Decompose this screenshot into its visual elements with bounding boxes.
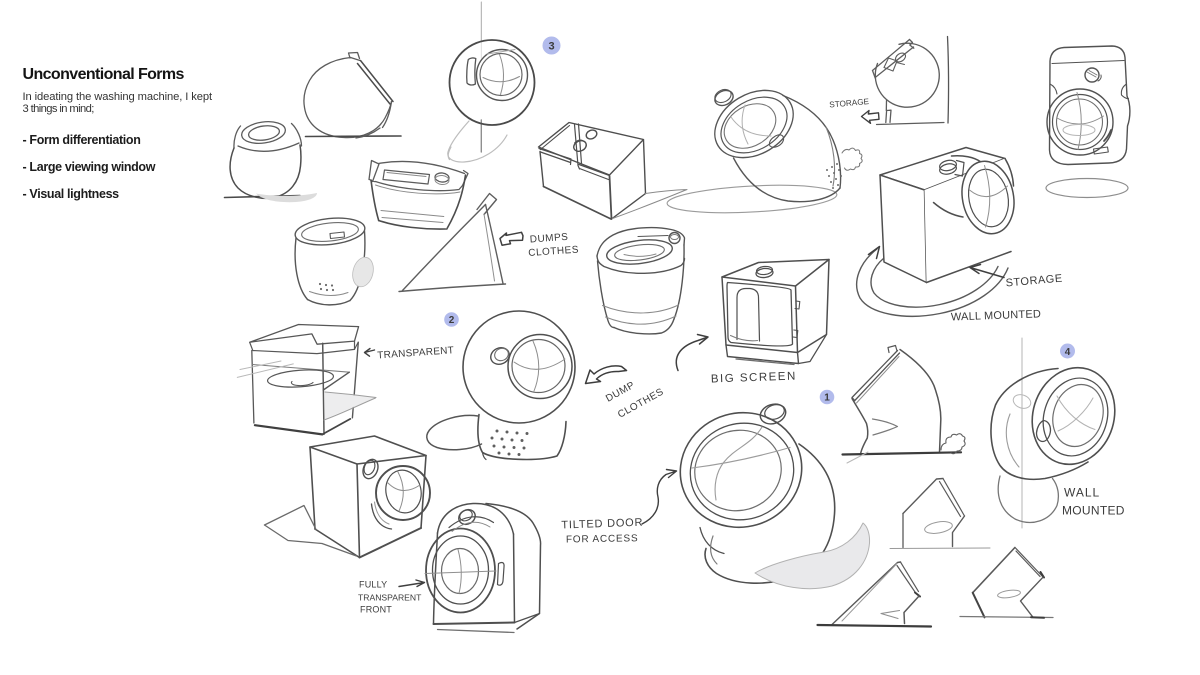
svg-text:WALL: WALL [1064,486,1100,500]
svg-text:FULLY: FULLY [359,580,387,590]
svg-text:1: 1 [824,393,830,404]
svg-text:CLOTHES: CLOTHES [528,244,579,259]
svg-text:2: 2 [449,315,455,326]
svg-text:FRONT: FRONT [360,605,392,615]
svg-text:4: 4 [1065,347,1071,358]
svg-text:MOUNTED: MOUNTED [1062,504,1125,518]
svg-text:BIG SCREEN: BIG SCREEN [711,371,797,386]
svg-text:TRANSPARENT: TRANSPARENT [377,345,455,361]
svg-text:STORAGE: STORAGE [1005,273,1063,290]
svg-text:TILTED DOOR: TILTED DOOR [561,517,643,532]
svg-text:STORAGE: STORAGE [829,97,870,109]
svg-text:WALL MOUNTED: WALL MOUNTED [951,308,1042,323]
svg-text:TRANSPARENT: TRANSPARENT [358,593,422,603]
svg-text:3: 3 [548,41,554,53]
svg-text:FOR ACCESS: FOR ACCESS [566,533,639,545]
svg-text:DUMPS: DUMPS [529,232,568,246]
svg-text:DUMP: DUMP [604,380,637,405]
